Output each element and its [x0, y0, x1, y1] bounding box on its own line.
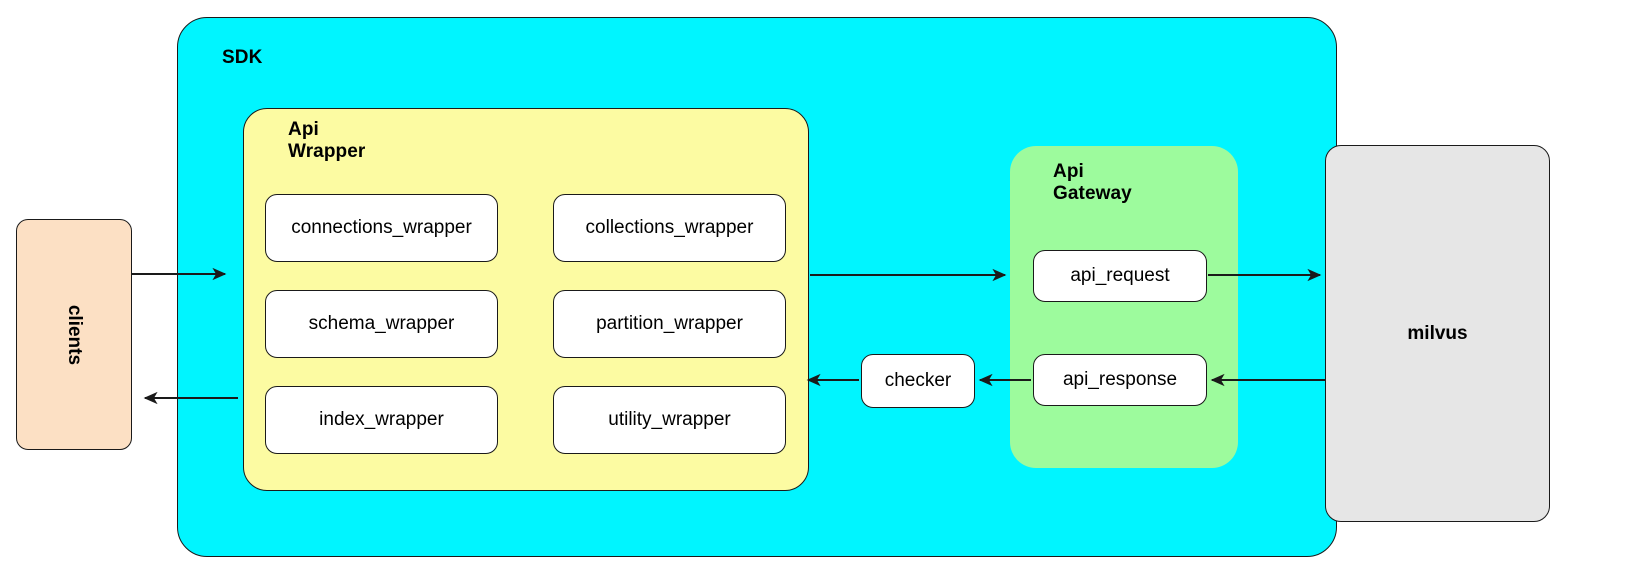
node-collections-wrapper[interactable]: collections_wrapper	[553, 194, 786, 262]
node-label: connections_wrapper	[291, 217, 472, 239]
node-label: index_wrapper	[319, 409, 444, 431]
node-partition-wrapper[interactable]: partition_wrapper	[553, 290, 786, 358]
node-label: schema_wrapper	[308, 313, 455, 335]
api-wrapper-label: Api Wrapper	[288, 119, 366, 162]
node-label: milvus	[1407, 322, 1468, 344]
node-label: api_request	[1070, 265, 1170, 287]
node-milvus[interactable]: milvus	[1325, 145, 1550, 522]
node-clients[interactable]: clients	[16, 219, 132, 450]
node-label: partition_wrapper	[596, 313, 743, 335]
sdk-label: SDK	[222, 47, 263, 68]
node-index-wrapper[interactable]: index_wrapper	[265, 386, 498, 454]
node-api-response[interactable]: api_response	[1033, 354, 1207, 406]
node-utility-wrapper[interactable]: utility_wrapper	[553, 386, 786, 454]
node-label: api_response	[1062, 369, 1178, 391]
node-schema-wrapper[interactable]: schema_wrapper	[265, 290, 498, 358]
node-api-request[interactable]: api_request	[1033, 250, 1207, 302]
api-gateway-container[interactable]: Api Gateway	[1010, 146, 1238, 468]
node-label: collections_wrapper	[585, 217, 754, 239]
node-label: checker	[884, 370, 952, 392]
node-label: utility_wrapper	[608, 409, 731, 431]
node-connections-wrapper[interactable]: connections_wrapper	[265, 194, 498, 262]
node-checker[interactable]: checker	[861, 354, 975, 408]
api-gateway-label: Api Gateway	[1053, 161, 1132, 204]
node-label: clients	[63, 304, 85, 365]
